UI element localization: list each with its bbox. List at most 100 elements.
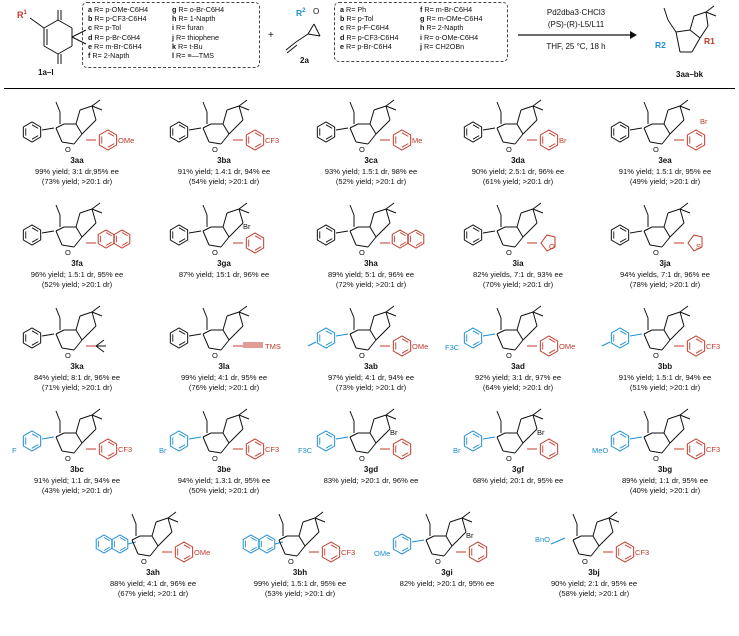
compound-id: 3be (217, 465, 231, 474)
isolated-yield: (58% yield; >20:1 dr) (558, 589, 630, 598)
r1-substituent-label: CF3 (265, 445, 279, 454)
compound-id: 3ad (511, 362, 525, 371)
yield-dr-ee: 90% yield; 2:1 dr, 95% ee (550, 579, 638, 588)
compound-id: 3ab (364, 362, 378, 371)
compound-id: 3ea (658, 156, 672, 165)
reaction-arrow (518, 31, 637, 39)
compound-id: 3fa (71, 259, 83, 268)
yield-dr-ee: 93% yield; 1.5:1 dr, 98% ee (324, 167, 418, 176)
product-structure-3ja: OS (610, 202, 703, 257)
isolated-yield: (73% yield; >20:1 dr) (335, 383, 407, 392)
isolated-yield: (72% yield; >20:1 dr) (335, 280, 407, 289)
isolated-yield: (64% yield; >20:1 dr) (482, 383, 554, 392)
vinyl-epoxide-structure (285, 23, 321, 54)
r2-substituent-box (334, 2, 508, 62)
compound-2-label: 2a (300, 56, 309, 65)
r1-substituent-label: Br (466, 531, 474, 540)
r2-substituent-label: OMe (374, 549, 390, 558)
epoxide-oxygen: O (313, 7, 320, 16)
product-structure-3ia: OO (463, 202, 556, 257)
plus-sign: + (268, 30, 274, 41)
isolated-yield: (67% yield; >20:1 dr) (117, 589, 189, 598)
r1-substituent-label: CF3 (635, 548, 649, 557)
yield-dr-ee: 91% yield; 1.4:1 dr, 94% ee (177, 167, 271, 176)
ring-oxygen: O (359, 351, 365, 360)
yield-dr-ee: 84% yield; 8:1 dr, 96% ee (33, 373, 121, 382)
yield-dr-ee: 91% yield; 1.5:1 dr, 94% ee (618, 373, 712, 382)
r2-label: R2 (296, 8, 306, 18)
isolated-yield: (51% yield; >20:1 dr) (629, 383, 701, 392)
yield-dr-ee: 96% yield; 1.5:1 dr, 95% ee (30, 270, 124, 279)
r1-substituent-label: Br (390, 428, 398, 437)
product-cell-3bj: BnO O CF3 3bj 90% yield; 2:1 dr, 95% ee(58% … (521, 506, 667, 636)
r1-substituent-label: CF3 (706, 445, 720, 454)
conditions-solvent: THF, 25 °C, 18 h (546, 42, 606, 51)
yield-dr-ee: 68% yield; 20:1 dr, 95% ee (472, 476, 564, 485)
yield-dr-ee: 91% yield; 1:1 dr, 94% ee (33, 476, 121, 485)
isolated-yield: (73% yield; >20:1 dr) (41, 177, 113, 186)
ring-oxygen: O (653, 454, 659, 463)
r2-substituent-label: F (12, 446, 17, 455)
yield-dr-ee: 82% yields, 7:1 dr, 93% ee (473, 270, 563, 279)
compound-id: 3ha (364, 259, 378, 268)
ring-oxygen: O (212, 248, 218, 257)
compound-id: 3ca (364, 156, 378, 165)
compound-id: 3ja (659, 259, 671, 268)
r2-substituent-label: MeO (592, 446, 608, 455)
ring-oxygen: O (653, 248, 659, 257)
compound-1-label: 1a–l (38, 68, 54, 77)
r1-substituent-label: CF3 (706, 342, 720, 351)
product-structure-3fa: O (22, 202, 131, 257)
product-structure-3ka: O (22, 305, 106, 360)
ring-oxygen: O (212, 454, 218, 463)
reaction-scheme: R1 1a–l a R= p-OMe-C6H4 b R= p-CF3-C6H4 … (0, 0, 739, 92)
r1-substituent-label: OMe (194, 548, 210, 557)
yield-dr-ee: 91% yield; 1.5:1 dr, 95% ee (618, 167, 712, 176)
r1-substituent-label: OMe (118, 136, 134, 145)
yield-dr-ee: 99% yield; 1.5:1 dr, 95% ee (253, 579, 347, 588)
isolated-yield: (78% yield; >20:1 dr) (629, 280, 701, 289)
product-general-structure (663, 5, 717, 53)
product-structure-3bj: BnO O CF3 (535, 511, 649, 566)
ring-oxygen: O (288, 557, 294, 566)
ring-oxygen: O (506, 248, 512, 257)
isolated-yield: (61% yield; >20:1 dr) (482, 177, 554, 186)
heteroatom-label: S (696, 242, 701, 251)
r1-substituent-label: Br (537, 428, 545, 437)
ring-oxygen: O (653, 145, 659, 154)
isolated-yield: (52% yield; >20:1 dr) (41, 280, 113, 289)
compound-id: 3la (218, 362, 230, 371)
compound-id: 3bb (657, 362, 673, 371)
isolated-yield: (40% yield; >20:1 dr) (629, 486, 701, 495)
r2-group-label: BnO (535, 535, 550, 544)
r1-substituent-label: OMe (412, 342, 428, 351)
ring-oxygen: O (212, 145, 218, 154)
compound-id: 3gf (512, 465, 524, 474)
yield-dr-ee: 92% yield; 3:1 dr, 97% ee (474, 373, 562, 382)
conditions-catalyst: Pd2dba3·CHCl3 (546, 8, 606, 17)
r2-options-col2: f R= m-Br-C6H4 g R= m-OMe-C6H4 h R= 2-Na… (420, 5, 483, 51)
tms-label: TMS (265, 342, 281, 351)
compound-id: 3aa (70, 156, 84, 165)
r1-substituent-label: OMe (559, 342, 575, 351)
alkylidene-meldrums-acid-structure (29, 10, 87, 64)
compound-id: 3bj (588, 568, 600, 577)
product-structure-3ha: O (316, 202, 425, 257)
isolated-yield: (71% yield; >20:1 dr) (41, 383, 113, 392)
r1-substituent-box (82, 2, 260, 68)
ring-oxygen: O (582, 557, 588, 566)
